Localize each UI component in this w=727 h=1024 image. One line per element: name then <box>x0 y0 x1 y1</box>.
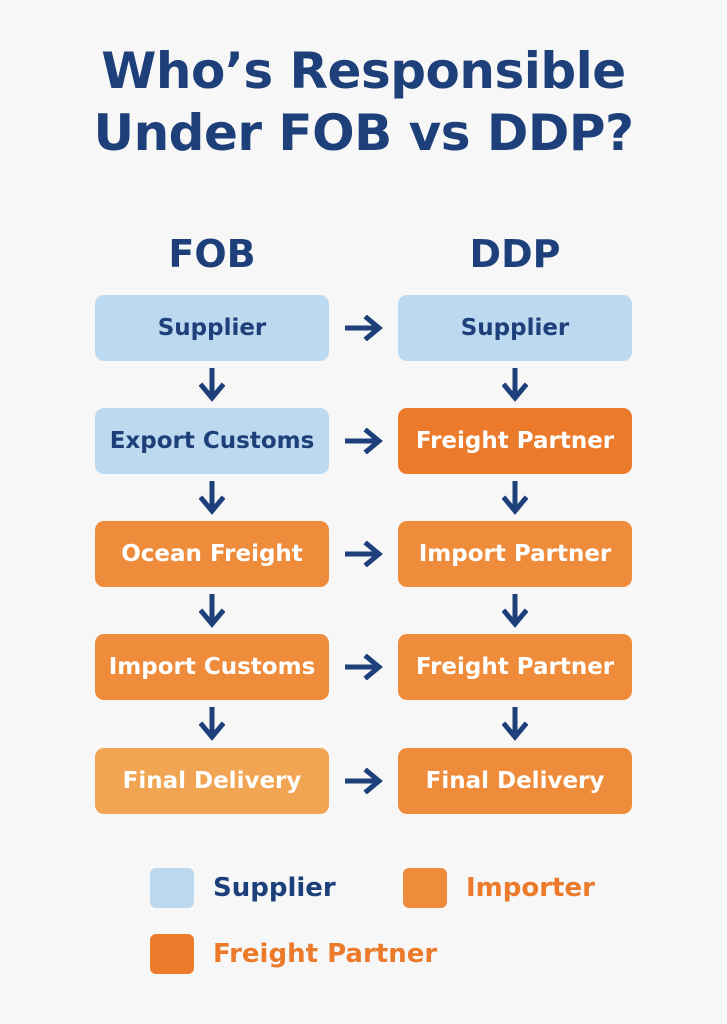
right-arrow-icon <box>345 315 383 341</box>
down-arrow-icon <box>199 707 225 741</box>
legend-swatch-importer <box>403 868 447 908</box>
fob-step-ocean-freight: Ocean Freight <box>95 521 329 587</box>
legend-swatch-supplier <box>150 868 194 908</box>
fob-step-final-delivery: Final Delivery <box>95 748 329 814</box>
right-arrow-icon <box>345 768 383 794</box>
down-arrow-icon <box>199 594 225 628</box>
title-line-2: Under FOB vs DDP? <box>93 104 634 162</box>
right-arrow-icon <box>345 654 383 680</box>
legend-label-supplier: Supplier <box>213 873 336 903</box>
down-arrow-icon <box>502 368 528 402</box>
down-arrow-icon <box>502 481 528 515</box>
legend-swatch-freight-partner <box>150 934 194 974</box>
down-arrow-icon <box>502 594 528 628</box>
fob-step-export-customs: Export Customs <box>95 408 329 474</box>
down-arrow-icon <box>502 707 528 741</box>
right-arrow-icon <box>345 428 383 454</box>
title-line-1: Who’s Responsible <box>101 42 626 100</box>
down-arrow-icon <box>199 481 225 515</box>
ddp-step-freight-partner-2: Freight Partner <box>398 634 632 700</box>
ddp-step-final-delivery: Final Delivery <box>398 748 632 814</box>
ddp-header: DDP <box>469 232 561 276</box>
fob-step-supplier: Supplier <box>95 295 329 361</box>
ddp-step-freight-partner: Freight Partner <box>398 408 632 474</box>
right-arrow-icon <box>345 541 383 567</box>
page-title: Who’s Responsible Under FOB vs DDP? <box>0 40 727 164</box>
legend-label-importer: Importer <box>466 873 595 903</box>
legend-label-freight-partner: Freight Partner <box>213 939 438 969</box>
ddp-step-import-partner: Import Partner <box>398 521 632 587</box>
down-arrow-icon <box>199 368 225 402</box>
fob-header: FOB <box>168 232 256 276</box>
ddp-step-supplier: Supplier <box>398 295 632 361</box>
fob-step-import-customs: Import Customs <box>95 634 329 700</box>
